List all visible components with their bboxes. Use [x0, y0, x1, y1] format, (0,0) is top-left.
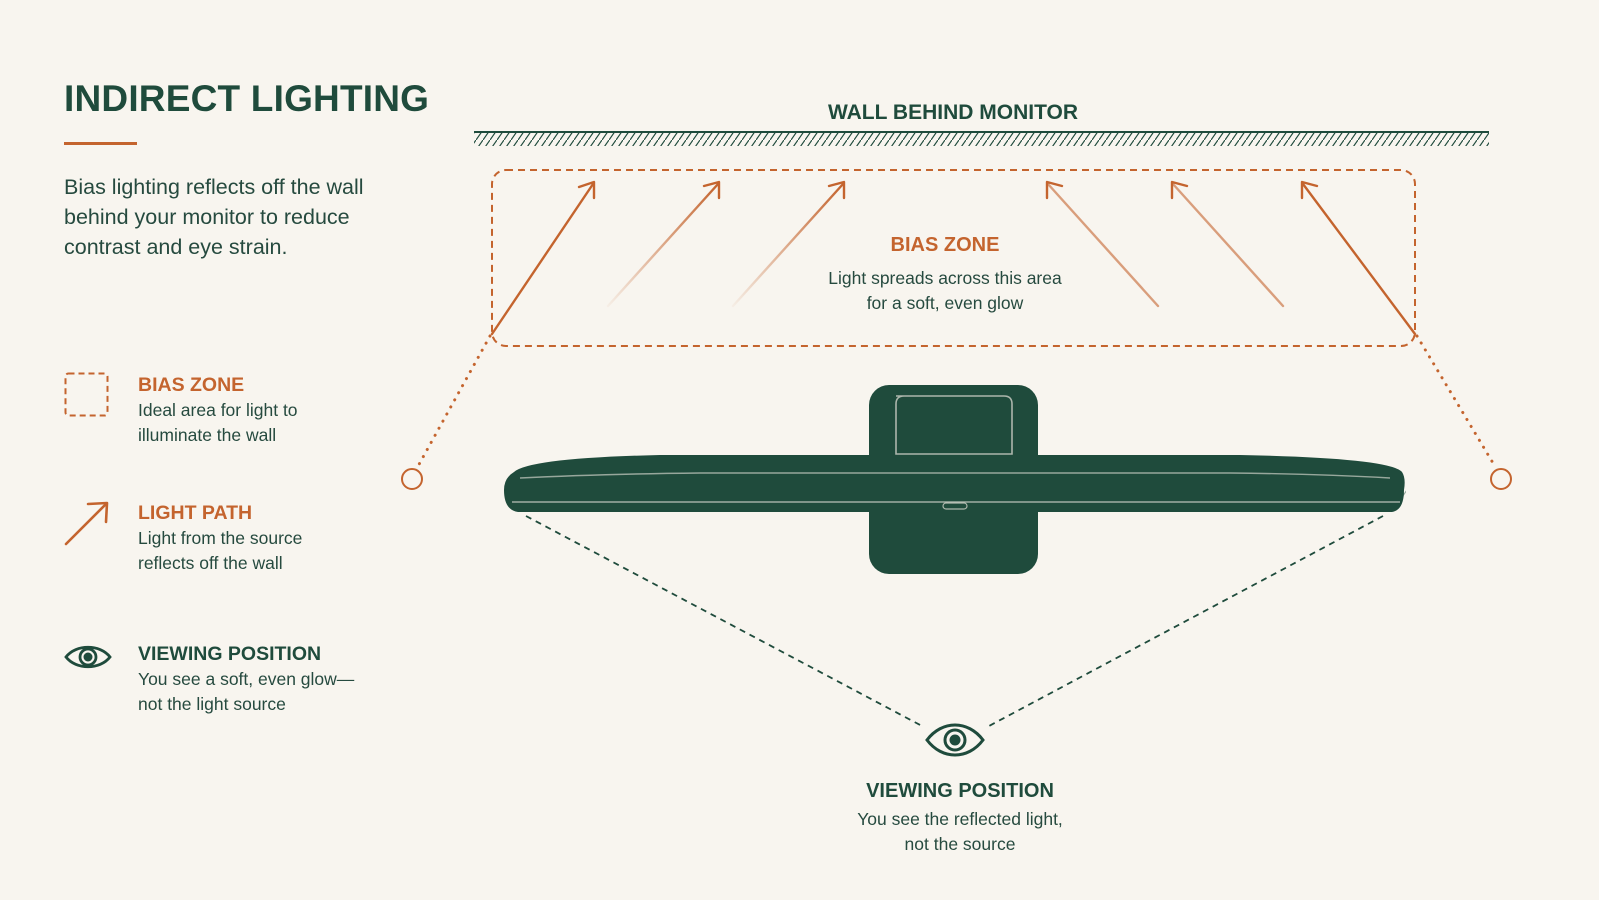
light-source-right	[1415, 334, 1512, 490]
bias-zone-desc-line1: Light spreads across this area	[828, 268, 1062, 288]
viewing-position-desc-line1: You see the reflected light,	[857, 809, 1063, 829]
bias-zone-box	[491, 169, 1416, 347]
intro-text: Bias lighting reflects off the wall behi…	[64, 175, 364, 259]
light-ray-arrow	[606, 180, 721, 308]
legend-viewing-position-heading: VIEWING POSITION	[138, 643, 322, 665]
light-ray-arrow	[490, 180, 596, 336]
light-ray-arrow	[1300, 180, 1417, 336]
light-rays	[490, 180, 1417, 336]
legend-bias-zone: BIAS ZONE Ideal area for light to illumi…	[64, 372, 404, 452]
legend-bias-zone-heading: BIAS ZONE	[138, 374, 245, 396]
arrow-up-right-icon	[64, 500, 112, 553]
legend-viewing-position: VIEWING POSITION You see a soft, even gl…	[64, 641, 404, 721]
page-title: INDIRECT LIGHTING	[64, 78, 430, 119]
legend-light-path-heading: LIGHT PATH	[138, 502, 253, 524]
viewing-position-desc-line2: not the source	[905, 834, 1016, 854]
monitor	[504, 385, 1406, 574]
light-ray-arrow	[731, 180, 846, 308]
legend-bias-zone-desc: Ideal area for light to illuminate the w…	[138, 400, 298, 445]
title-underline	[64, 142, 137, 145]
wall-hatch	[474, 131, 1489, 146]
bias-zone-desc-line2: for a soft, even glow	[867, 293, 1024, 313]
eye-icon	[64, 641, 112, 678]
light-ray-arrow	[1045, 180, 1160, 308]
legend-light-path: LIGHT PATH Light from the source reflect…	[64, 500, 404, 580]
light-source-left	[401, 334, 492, 490]
wall-label: WALL BEHIND MONITOR	[828, 101, 1078, 124]
sight-lines	[525, 515, 1384, 727]
legend-light-path-desc: Light from the source reflects off the w…	[138, 528, 303, 573]
legend-viewing-position-desc: You see a soft, even glow— not the light…	[138, 669, 355, 714]
light-ray-arrow	[1170, 180, 1285, 308]
viewer-eye-icon	[925, 723, 985, 757]
bias-zone-heading: BIAS ZONE	[891, 234, 1000, 256]
viewing-position-heading: VIEWING POSITION	[866, 780, 1054, 802]
